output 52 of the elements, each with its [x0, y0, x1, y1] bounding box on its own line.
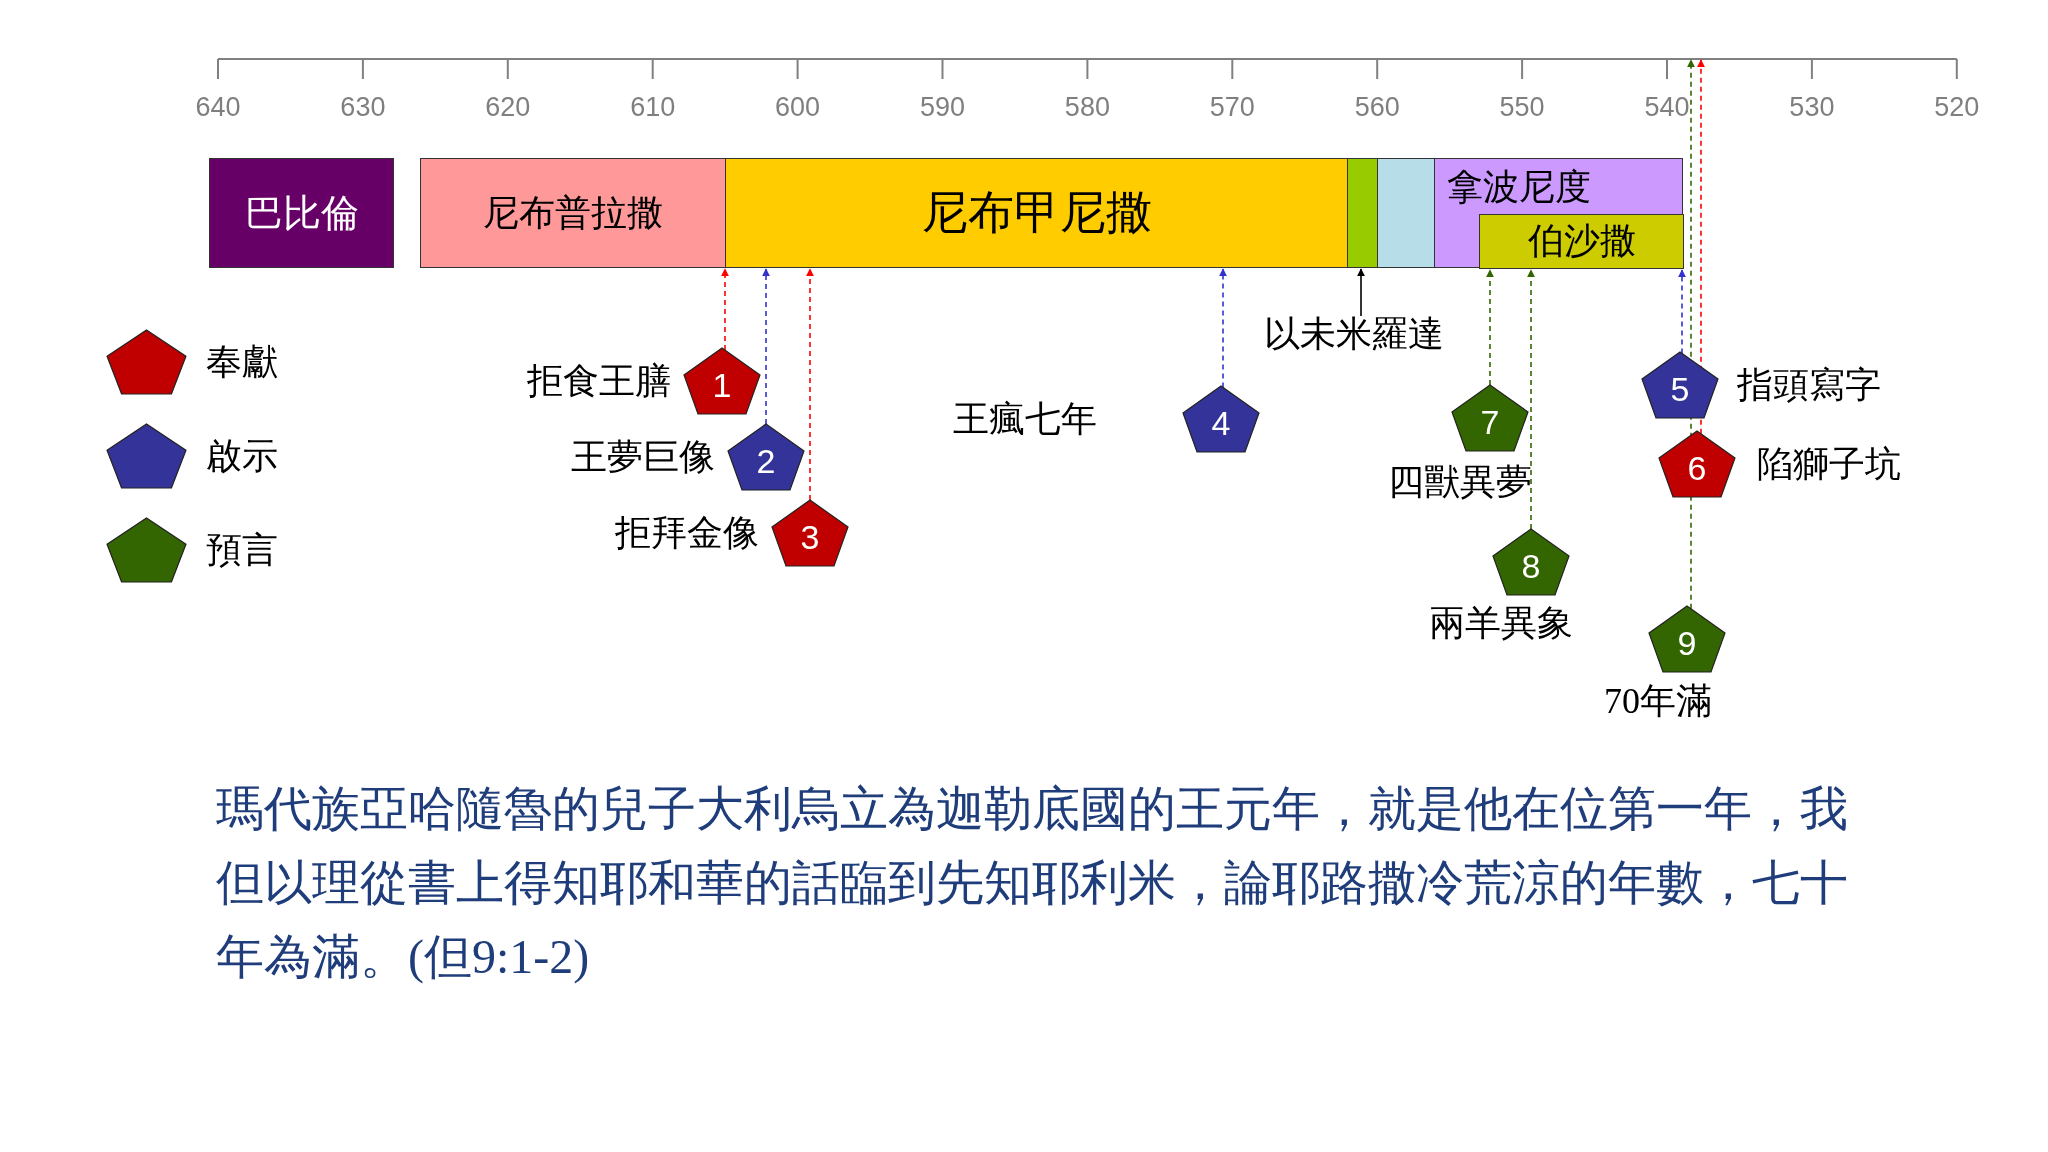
pentagon-marker: 4: [1182, 385, 1260, 453]
dashed-arrow: [1678, 269, 1686, 355]
event-label: 四獸異夢: [1388, 464, 1532, 500]
event-label: 70年滿: [1604, 683, 1712, 719]
event-label: 王瘋七年: [953, 401, 1097, 437]
pentagon-marker: 9: [1648, 605, 1726, 673]
pentagon-marker: 2: [727, 423, 805, 491]
pentagon-marker: 6: [1658, 430, 1736, 498]
event-label: 王夢巨像: [571, 439, 715, 475]
legend-label: 預言: [206, 532, 278, 568]
axis-tick-label: 540: [1644, 94, 1690, 121]
scripture-quote: 瑪代族亞哈隨魯的兒子大利烏立為迦勒底國的王元年，就是他在位第一年，我但以理從書上得知耶和華的話臨到先知耶利米，論耶路撒冷荒涼的年數，七十年為滿。(但9:1-2): [216, 781, 1849, 986]
axis-tick-label: 530: [1789, 94, 1835, 121]
axis-tick-label: 610: [630, 94, 676, 121]
reign-bar: [1377, 158, 1435, 268]
reign-bar: 尼布甲尼撒: [725, 158, 1348, 268]
pentagon-marker: 7: [1451, 384, 1529, 452]
event-label: 指頭寫字: [1737, 367, 1881, 403]
pentagon-marker: 1: [683, 347, 761, 415]
dashed-arrow: [1219, 268, 1227, 389]
axis-tick-label: 620: [485, 94, 531, 121]
dashed-arrow: [762, 268, 770, 425]
reign-bar: 尼布普拉撒: [420, 158, 726, 268]
pentagon-marker: 5: [1641, 351, 1719, 419]
bar-label: 拿波尼度: [1447, 165, 1591, 209]
dashed-arrow: [806, 268, 814, 501]
legend-label: 奉獻: [206, 344, 278, 380]
dashed-arrow: [1486, 269, 1494, 386]
kingdom-bar: 巴比倫: [209, 158, 394, 268]
event-label: 兩羊異象: [1429, 605, 1573, 641]
pentagon-marker: 8: [1492, 528, 1570, 596]
event-label: 拒拜金像: [615, 515, 759, 551]
axis-tick-label: 600: [775, 94, 821, 121]
axis-tick-label: 640: [195, 94, 241, 121]
axis-tick-label: 520: [1934, 94, 1980, 121]
axis-tick-label: 630: [340, 94, 386, 121]
reign-bar: 伯沙撒: [1479, 214, 1684, 269]
axis-tick-label: 570: [1209, 94, 1255, 121]
axis-tick-label: 580: [1064, 94, 1110, 121]
pentagon-marker: 3: [771, 499, 849, 567]
axis-tick-label: 560: [1354, 94, 1400, 121]
event-label: 以未米羅達: [1264, 316, 1444, 352]
reign-bar: [1347, 158, 1378, 268]
arrow: [1357, 268, 1365, 317]
reign-bar: [1434, 158, 1683, 268]
legend-label: 啟示: [206, 438, 278, 474]
dashed-arrow: [721, 268, 729, 351]
axis-tick-label: 550: [1499, 94, 1545, 121]
axis-tick-label: 590: [919, 94, 966, 121]
dashed-arrow: [1527, 269, 1535, 530]
event-label: 陷獅子坑: [1757, 446, 1901, 482]
event-label: 拒食王膳: [527, 363, 671, 399]
